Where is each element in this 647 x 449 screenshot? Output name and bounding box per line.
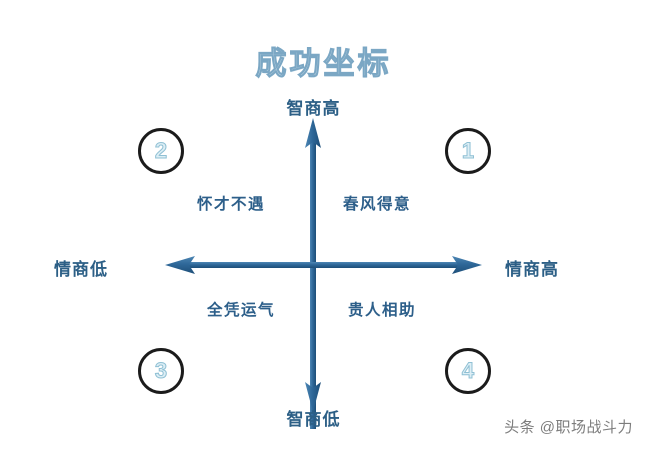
watermark: 头条 @职场战斗力	[504, 419, 633, 436]
quadrant-2-label: 怀才不遇	[197, 196, 266, 213]
quadrant-badge-1-number: 1	[461, 137, 475, 163]
axis-label-high-eq: 情商高	[505, 260, 559, 279]
quadrant-badge-4-number: 4	[461, 357, 475, 383]
quadrant-4-label: 贵人相助	[348, 302, 417, 319]
quadrant-badge-1: 1	[445, 128, 491, 174]
x-axis-arrow-right	[452, 256, 482, 274]
y-axis-arrow-up	[305, 118, 321, 148]
x-axis-line	[178, 262, 468, 268]
axis-label-low-eq: 情商低	[54, 260, 108, 279]
x-axis-arrow-left	[165, 256, 195, 274]
quadrant-1-label: 春风得意	[343, 196, 412, 213]
y-axis-arrow-down	[305, 382, 321, 412]
y-axis-line	[310, 133, 316, 429]
quadrant-badge-4: 4	[445, 348, 491, 394]
quadrant-badge-2: 2	[138, 128, 184, 174]
quadrant-3-label: 全凭运气	[207, 302, 276, 319]
axis-label-high-iq: 智商高	[286, 99, 341, 118]
page-title: 成功坐标	[255, 45, 392, 81]
axis-label-low-iq: 智商低	[286, 410, 341, 429]
quadrant-badge-3-number: 3	[154, 357, 168, 383]
quadrant-badge-2-number: 2	[154, 137, 168, 163]
quadrant-badge-3: 3	[138, 348, 184, 394]
